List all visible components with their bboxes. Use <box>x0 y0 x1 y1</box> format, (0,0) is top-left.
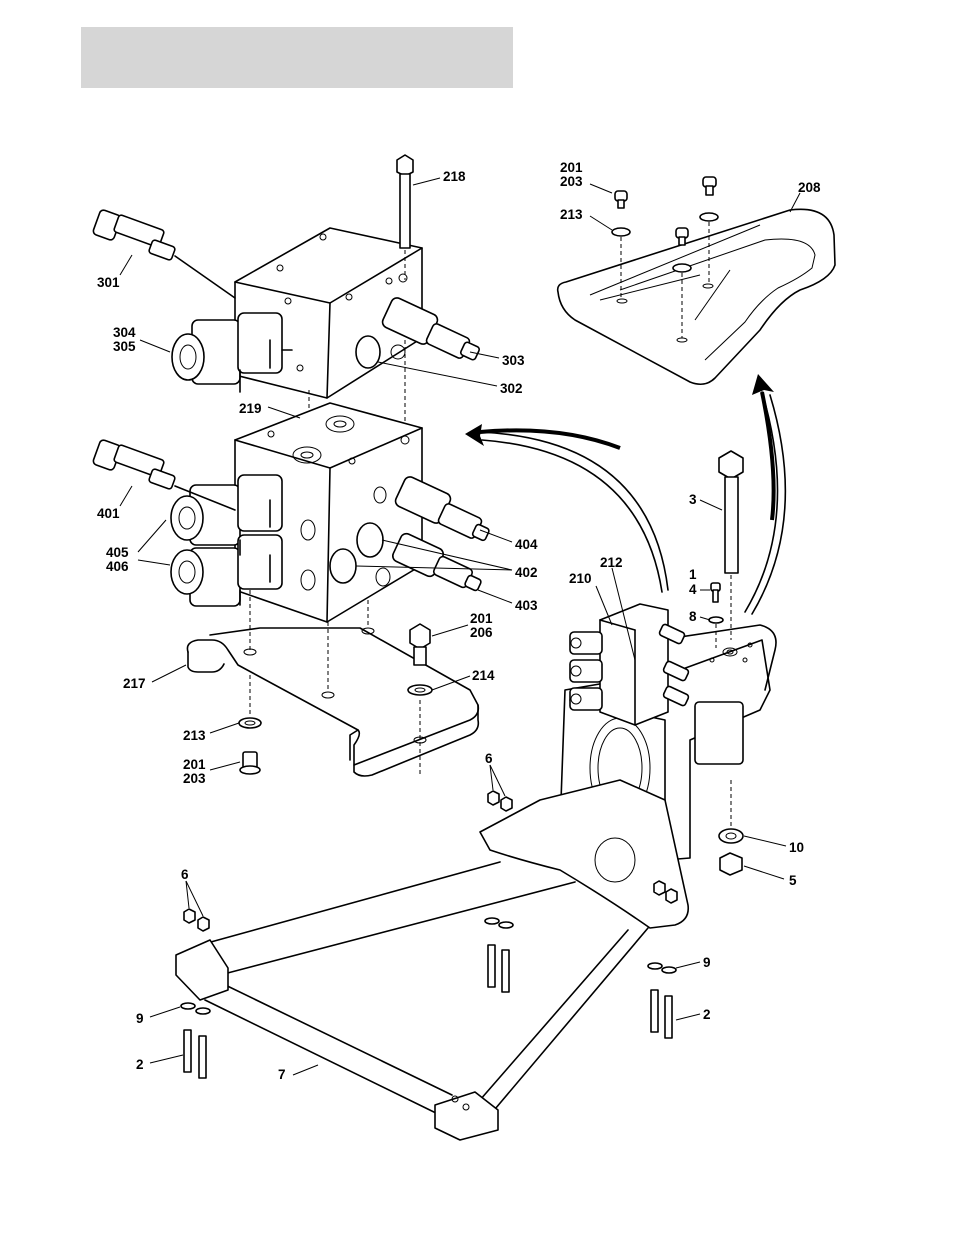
callout-201-b: 201 <box>470 611 493 626</box>
callout-301: 301 <box>97 275 120 290</box>
assembly-arrow-right <box>745 374 785 614</box>
callout-218: 218 <box>443 169 466 184</box>
callout-4: 4 <box>689 582 697 597</box>
callout-201: 201 <box>560 160 583 175</box>
callout-214: 214 <box>472 668 495 683</box>
callout-304: 304 <box>113 325 136 340</box>
callout-302: 302 <box>500 381 523 396</box>
cover-screws <box>612 177 718 338</box>
callout-403: 403 <box>515 598 538 613</box>
frame-7 <box>176 780 688 1140</box>
callout-6-a: 6 <box>485 751 493 766</box>
callout-402: 402 <box>515 565 538 580</box>
callout-7: 7 <box>278 1067 286 1082</box>
callout-210: 210 <box>569 571 592 586</box>
callout-2-a: 2 <box>703 1007 711 1022</box>
callout-5: 5 <box>789 873 797 888</box>
callout-208: 208 <box>798 180 821 195</box>
callout-213: 213 <box>560 207 583 222</box>
callout-213-b: 213 <box>183 728 206 743</box>
callout-305: 305 <box>113 339 136 354</box>
callout-206: 206 <box>470 625 493 640</box>
callout-3: 3 <box>689 492 697 507</box>
callout-406: 406 <box>106 559 129 574</box>
solenoid-coils-lower <box>171 475 282 606</box>
assembly-arrow-left <box>465 424 668 592</box>
callout-9-b: 9 <box>136 1011 144 1026</box>
callout-1: 1 <box>689 567 697 582</box>
washer-bolt-lower-left <box>239 675 261 774</box>
callout-10: 10 <box>789 840 804 855</box>
callout-303: 303 <box>502 353 525 368</box>
callout-9-a: 9 <box>703 955 711 970</box>
washer-10 <box>719 829 743 843</box>
callout-404: 404 <box>515 537 538 552</box>
callout-401: 401 <box>97 506 120 521</box>
callout-201-c: 201 <box>183 757 206 772</box>
callout-2-b: 2 <box>136 1057 144 1072</box>
callout-203: 203 <box>560 174 583 189</box>
screw-1-4 <box>709 583 723 648</box>
callout-217: 217 <box>123 676 146 691</box>
callout-203-c: 203 <box>183 771 206 786</box>
bolt-3 <box>719 451 743 640</box>
cartridge-valve-403 <box>391 532 482 592</box>
callout-6-b: 6 <box>181 867 189 882</box>
cover-208 <box>558 209 835 384</box>
callout-212: 212 <box>600 555 623 570</box>
callout-8: 8 <box>689 609 697 624</box>
leader-lines <box>120 178 800 1075</box>
callout-405: 405 <box>106 545 129 560</box>
nut-5 <box>720 853 742 875</box>
bolt-201-206 <box>408 624 432 695</box>
callout-219: 219 <box>239 401 262 416</box>
